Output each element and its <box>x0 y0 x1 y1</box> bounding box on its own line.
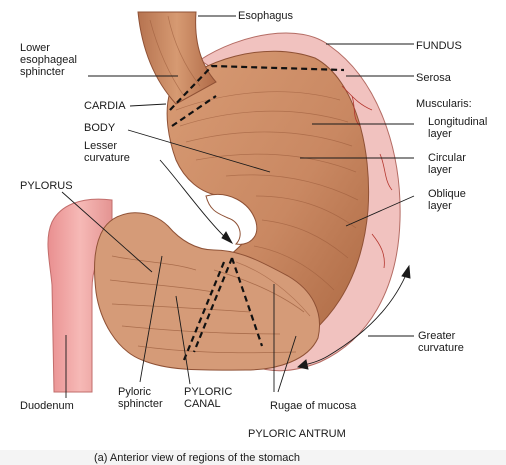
label-esophagus: Esophagus <box>238 10 294 22</box>
label-fundus: FUNDUS <box>416 40 462 52</box>
label-lesser-curvature: Lesser curvature <box>84 140 130 164</box>
label-pyloric-canal: PYLORIC CANAL <box>184 386 233 410</box>
label-serosa: Serosa <box>416 72 451 84</box>
label-muscularis: Muscularis: <box>416 98 472 110</box>
leader-lines <box>61 15 415 398</box>
label-duodenum: Duodenum <box>20 400 74 412</box>
label-circular-layer: Circular layer <box>428 152 466 176</box>
label-rugae-of-mucosa: Rugae of mucosa <box>270 400 357 412</box>
pyloric-region <box>94 212 320 371</box>
muscle-fibers <box>149 15 359 317</box>
label-longitudinal-layer: Longitudinal layer <box>428 116 488 140</box>
label-pyloric-sphincter: Pyloric sphincter <box>118 386 163 410</box>
figure-caption: (a) Anterior view of regions of the stom… <box>94 452 301 464</box>
label-greater-curvature: Greater curvature <box>418 330 464 354</box>
label-pyloric-antrum: PYLORIC ANTRUM <box>248 428 346 440</box>
label-oblique-layer: Oblique layer <box>428 188 466 212</box>
label-pylorus: PYLORUS <box>20 180 73 192</box>
region-boundaries <box>169 64 345 361</box>
rugae-folds <box>109 255 305 354</box>
caption-bar: (a) Anterior view of regions of the stom… <box>0 450 506 465</box>
lesser-curvature-notch <box>205 194 258 245</box>
label-lower-esophageal-sphincter: Lower esophageal sphincter <box>20 42 77 78</box>
label-body: BODY <box>84 122 116 134</box>
label-cardia: CARDIA <box>84 100 126 112</box>
